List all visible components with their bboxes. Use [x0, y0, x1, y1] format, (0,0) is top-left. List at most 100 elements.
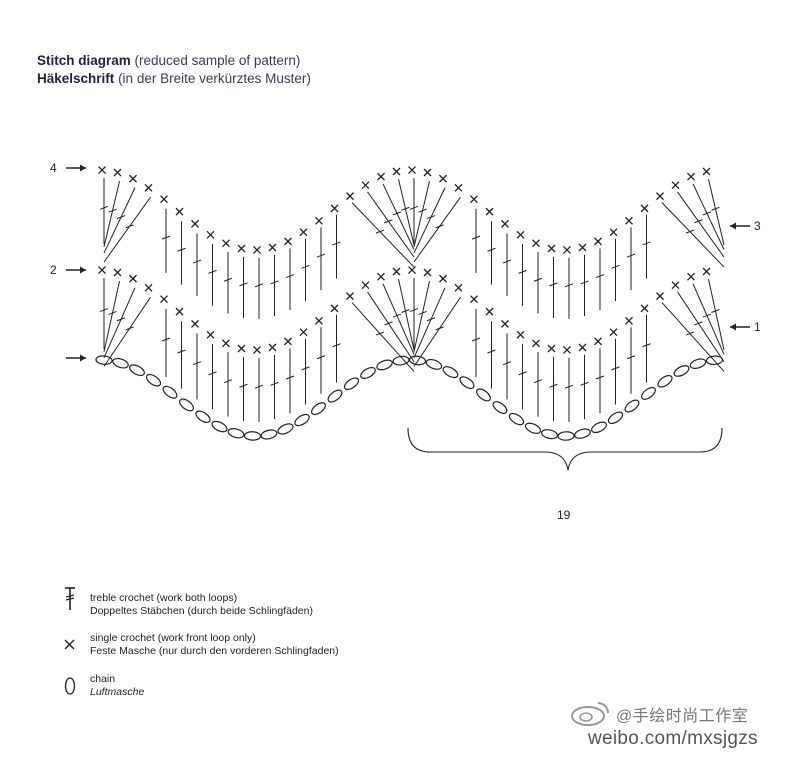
single-crochet-stitch: [206, 330, 215, 339]
single-crochet-stitch: [191, 319, 199, 328]
treble-bar: [564, 384, 574, 389]
single-crochet-stitch: [423, 168, 432, 177]
treble-bar: [435, 326, 444, 331]
chain-stitch: [376, 359, 393, 371]
single-crochet-stitch: [377, 272, 385, 281]
single-crochet-stitch: [439, 274, 447, 283]
treble-bar: [595, 375, 605, 380]
single-crochet-icon: [64, 639, 75, 650]
row-label-3: 3: [754, 219, 761, 233]
title-german: Häkelschrift (in der Breite verkürztes M…: [37, 70, 311, 87]
treble-bar: [549, 383, 558, 388]
single-crochet-stitch: [191, 219, 199, 228]
single-crochet-stitch: [470, 195, 478, 204]
single-crochet-stitch: [470, 295, 478, 304]
treble-bar: [471, 235, 481, 240]
treble-bar: [487, 247, 496, 252]
watermark-name: @手绘时尚工作室: [616, 708, 749, 725]
chain-stitch: [243, 431, 262, 441]
chain-stitch: [557, 431, 575, 441]
treble-bar: [384, 321, 393, 326]
chain-stitch: [294, 413, 310, 427]
treble-stitch: [367, 291, 415, 363]
single-crochet-stitch: [485, 207, 494, 216]
treble-stitch: [708, 178, 725, 246]
treble-stitch: [413, 296, 461, 367]
single-crochet-stitch: [547, 244, 556, 253]
treble-stitch: [382, 283, 415, 355]
single-crochet-stitch: [299, 228, 308, 237]
treble-stitch: [367, 191, 415, 258]
treble-posts: [99, 178, 725, 422]
single-crochet-stitch: [656, 292, 664, 301]
treble-stitch: [103, 196, 151, 263]
single-crochet-stitch: [98, 266, 106, 274]
repeat-brace-curve: [407, 427, 723, 471]
treble-stitch: [382, 183, 415, 250]
treble-bar: [518, 371, 527, 376]
treble-bar: [125, 326, 134, 331]
single-crochet-stitch: [532, 239, 540, 248]
treble-bar: [471, 337, 481, 342]
treble-bar: [418, 208, 427, 213]
treble-bar: [254, 283, 264, 288]
single-crochet-stitch: [284, 337, 292, 346]
treble-bar: [626, 355, 636, 360]
single-crochet-stitch: [625, 216, 633, 225]
single-crochet-stitch: [392, 167, 401, 176]
treble-bar: [239, 282, 248, 287]
chain-stitch: [327, 389, 343, 403]
treble-bar: [239, 383, 248, 388]
single-crochet-stitch: [625, 316, 633, 325]
treble-stitch: [103, 180, 120, 248]
single-crochet-stitch: [656, 192, 664, 201]
treble-bar: [192, 259, 202, 264]
treble-bar: [580, 381, 589, 386]
treble-bar: [285, 375, 295, 380]
treble-bar: [564, 283, 574, 288]
treble-bar: [270, 280, 279, 285]
single-crochet-stitch: [330, 204, 339, 213]
single-crochet-stitch: [687, 272, 695, 281]
single-crochet-stitch: [160, 195, 168, 204]
chain-stitch: [624, 399, 640, 413]
arrow-row-4-head: [80, 164, 86, 172]
repeat-brace: [407, 427, 723, 471]
treble-bar: [435, 224, 444, 229]
chain-stitch: [689, 358, 707, 369]
chain-stitch: [641, 386, 656, 400]
treble-bar: [223, 379, 233, 384]
treble-bar: [301, 264, 310, 269]
single-crochet-stitch: [563, 346, 571, 354]
chain-row: [95, 355, 724, 441]
single-crochet-stitch: [284, 237, 292, 246]
chain-stitch: [129, 364, 145, 377]
chain-stitch: [277, 423, 294, 435]
treble-bar: [392, 313, 402, 318]
treble-bar: [595, 274, 605, 279]
chain-stitch: [260, 429, 278, 440]
treble-stitch: [413, 180, 430, 248]
single-crochet-stitch: [253, 346, 261, 354]
chain-stitch: [360, 366, 376, 379]
treble-bar: [116, 317, 126, 322]
treble-bar: [392, 211, 402, 216]
single-crochet-stitch: [640, 304, 649, 313]
treble-bar: [99, 205, 109, 210]
treble-bar: [702, 313, 712, 318]
treble-stitch: [692, 283, 725, 355]
treble-bar: [332, 241, 341, 246]
chain-stitch: [408, 355, 427, 366]
chain-stitch: [591, 421, 607, 434]
treble-bar: [108, 208, 117, 213]
treble-bar: [332, 343, 341, 348]
single-crochet-stitch: [423, 268, 432, 277]
single-crochet-stitch: [501, 219, 509, 228]
title-english: Stitch diagram (reduced sample of patter…: [37, 52, 300, 69]
treble-bar: [254, 384, 264, 389]
treble-stitch: [661, 202, 725, 268]
single-crochet-stitch: [315, 216, 323, 225]
treble-bar: [711, 309, 720, 313]
treble-bar: [384, 219, 393, 224]
treble-bar: [502, 259, 512, 264]
